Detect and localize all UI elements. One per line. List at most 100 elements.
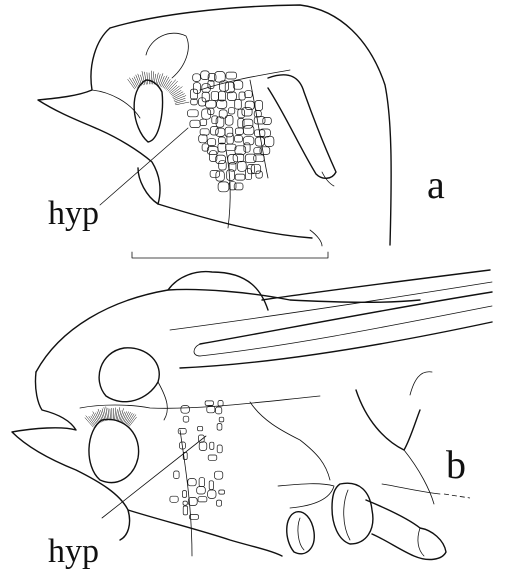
cell-mark: [183, 416, 189, 422]
cell-mark: [255, 101, 263, 111]
cell-mark: [206, 100, 216, 108]
cell-mark: [245, 169, 251, 180]
seta-stroke: [110, 409, 111, 420]
cell-mark: [211, 91, 218, 100]
cell-mark: [210, 127, 218, 136]
panel-b-suture-1: [158, 382, 167, 420]
panel-b-coxa-1-inner: [298, 518, 304, 550]
cell-mark: [193, 74, 201, 82]
panel-b-upper-oval: [99, 348, 159, 402]
cell-mark: [238, 161, 247, 171]
cell-mark: [174, 471, 179, 479]
cell-mark: [191, 99, 198, 105]
panel-a: hyp a: [38, 5, 445, 258]
panel-b-wing-lower: [180, 322, 492, 368]
panel-b-hyp-label: hyp: [48, 533, 99, 570]
panel-b-posterior: [356, 390, 420, 450]
cell-mark: [217, 424, 222, 431]
seta-stroke: [85, 418, 93, 427]
cell-mark: [216, 407, 222, 414]
cell-mark: [235, 135, 243, 142]
panel-b-rear-curve: [404, 450, 434, 504]
cell-mark: [183, 491, 187, 498]
cell-mark: [200, 129, 209, 135]
cell-mark: [198, 497, 207, 502]
cell-mark: [239, 92, 245, 100]
cell-mark: [235, 174, 245, 180]
panel-b-letter: b: [446, 442, 466, 487]
panel-b-suture-3: [250, 402, 330, 480]
cell-mark: [210, 171, 219, 178]
cell-mark: [265, 136, 274, 146]
seta-stroke: [115, 408, 116, 420]
cell-mark: [216, 128, 225, 136]
panel-b-wing-base: [194, 344, 200, 356]
cell-mark: [217, 500, 222, 506]
panel-b-leg-dash-2: [382, 484, 440, 494]
cell-mark: [198, 426, 203, 431]
cell-mark: [254, 111, 261, 117]
cell-mark: [245, 91, 253, 98]
cell-mark: [225, 127, 233, 137]
cell-mark: [227, 92, 236, 101]
cell-mark: [214, 471, 222, 479]
cell-mark: [226, 144, 236, 150]
scale-bar: [132, 252, 328, 258]
cell-mark: [188, 110, 199, 117]
seta-stroke: [86, 416, 95, 427]
cell-mark: [200, 119, 207, 125]
cell-mark: [190, 120, 200, 127]
seta-stroke: [136, 75, 140, 86]
cell-mark: [242, 108, 252, 116]
seta-stroke: [160, 76, 164, 86]
cell-mark: [255, 137, 264, 146]
panel-a-hyp-label: hyp: [48, 195, 99, 232]
cell-mark: [199, 478, 205, 487]
panel-a-eye: [134, 80, 162, 142]
panel-a-body-outline: [110, 5, 391, 245]
panel-b-ventral: [128, 510, 282, 556]
cell-mark: [218, 143, 226, 152]
panel-b-leg-dash-3: [444, 494, 470, 498]
cell-mark: [219, 490, 225, 494]
panel-a-head-inner: [92, 90, 140, 118]
cell-mark: [235, 100, 242, 110]
cell-mark: [197, 487, 206, 494]
cell-mark: [193, 83, 200, 94]
panel-b-leg-tip: [418, 528, 424, 556]
panel-b-coxa-2: [332, 483, 373, 544]
cell-mark: [216, 171, 224, 181]
cell-mark: [181, 406, 190, 414]
cell-mark: [202, 109, 211, 119]
cell-mark: [183, 501, 187, 505]
panel-a-appendage: [268, 75, 336, 178]
cell-mark: [210, 442, 214, 449]
panel-b: hyp b: [12, 270, 492, 570]
cell-mark: [228, 108, 235, 114]
panel-b-head: [12, 372, 130, 540]
cell-mark: [170, 496, 178, 502]
seta-stroke: [128, 415, 136, 426]
panel-b-eye: [89, 419, 139, 482]
panel-b-leg-dashed: [410, 372, 432, 395]
seta-stroke: [121, 412, 124, 422]
panel-a-ventral-edge: [158, 204, 312, 238]
panel-b-coxa-1: [287, 512, 315, 554]
cell-mark: [190, 89, 197, 99]
seta-stroke: [145, 72, 147, 84]
cell-mark: [199, 135, 207, 143]
panel-b-coxa-2-inner: [344, 490, 350, 540]
cell-mark: [225, 116, 233, 126]
seta-stroke: [175, 98, 186, 102]
cell-mark: [227, 133, 233, 144]
cell-mark: [218, 401, 223, 407]
seta-stroke: [138, 74, 142, 85]
panel-a-mesonotum: [200, 70, 290, 90]
cell-mark: [199, 442, 207, 451]
panel-a-pronotum-lobe: [146, 33, 188, 78]
panel-a-eye-setae: [128, 71, 189, 105]
cell-mark: [238, 109, 245, 118]
seta-stroke: [147, 73, 148, 85]
panel-b-leg-segment: [366, 500, 446, 559]
seta-stroke: [159, 74, 163, 86]
